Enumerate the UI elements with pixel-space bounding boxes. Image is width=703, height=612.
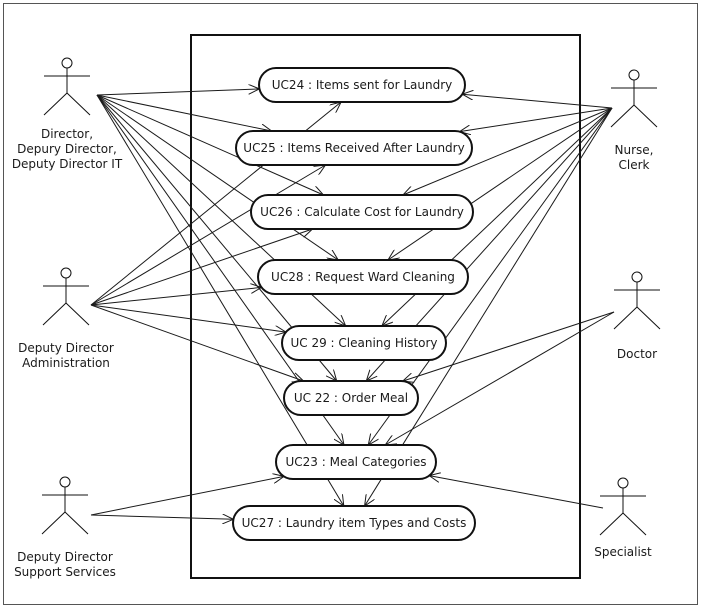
association-support-uc23 xyxy=(90,476,284,516)
actor-label: Director, xyxy=(41,127,93,141)
association-nurse-uc24 xyxy=(462,94,613,109)
actor-doctor[interactable]: Doctor xyxy=(613,271,661,361)
actor-label: Nurse, xyxy=(615,143,654,157)
use-case-label: UC26 : Calculate Cost for Laundry xyxy=(260,205,464,219)
actor-head xyxy=(61,57,73,69)
association-doctor-uc22 xyxy=(403,311,615,381)
use-case-shape xyxy=(250,194,474,230)
association-director-uc28 xyxy=(96,94,338,260)
actor-right-leg xyxy=(633,104,658,128)
actor-label: Deputy Director xyxy=(17,550,113,564)
use-case-uc29[interactable]: UC 29 : Cleaning History xyxy=(281,325,447,361)
actor-head xyxy=(617,477,629,489)
actor-label: Clerk xyxy=(619,158,650,172)
association-support-uc27 xyxy=(90,515,233,519)
association-nurse-uc27 xyxy=(365,107,613,506)
stick-figure-icon xyxy=(43,57,91,116)
use-case-shape xyxy=(257,259,469,295)
association-specialist-uc23 xyxy=(429,476,604,509)
actor-label: Doctor xyxy=(617,347,657,361)
use-case-uc25[interactable]: UC25 : Items Received After Laundry xyxy=(235,130,473,166)
system-boundary xyxy=(190,34,581,579)
actor-label: Depury Director, xyxy=(17,142,117,156)
use-case-uc24[interactable]: UC24 : Items sent for Laundry xyxy=(258,67,466,103)
association-admin-uc22 xyxy=(90,304,304,381)
association-director-uc27 xyxy=(96,94,344,506)
actor-director[interactable]: Director,Depury Director,Deputy Director… xyxy=(12,57,123,171)
actor-label: Deputy Director IT xyxy=(12,157,123,171)
actor-left-leg xyxy=(42,302,67,326)
actor-right-leg xyxy=(622,512,647,536)
actor-nurse[interactable]: Nurse,Clerk xyxy=(610,69,658,172)
image-frame xyxy=(3,3,698,605)
use-case-uc23[interactable]: UC23 : Meal Categories xyxy=(275,444,437,480)
association-director-uc25 xyxy=(96,94,272,131)
use-case-shape xyxy=(275,444,437,480)
association-nurse-uc28 xyxy=(388,107,613,260)
use-case-shape xyxy=(258,67,466,103)
use-case-shape xyxy=(235,130,473,166)
use-case-uc28[interactable]: UC28 : Request Ward Cleaning xyxy=(257,259,469,295)
actor-specialist[interactable]: Specialist xyxy=(594,477,652,559)
stick-figure-icon xyxy=(613,271,661,330)
actor-right-leg xyxy=(66,92,91,116)
actor-left-leg xyxy=(43,92,68,116)
association-admin-uc29 xyxy=(90,304,286,332)
use-case-shape xyxy=(281,325,447,361)
actor-right-leg xyxy=(636,306,661,330)
association-admin-uc26 xyxy=(90,229,313,306)
use-case-uc27[interactable]: UC27 : Laundry item Types and Costs xyxy=(232,505,476,541)
actor-head xyxy=(628,69,640,81)
use-case-uc22[interactable]: UC 22 : Order Meal xyxy=(283,380,419,416)
actor-head xyxy=(59,476,71,488)
association-nurse-uc26 xyxy=(403,107,613,195)
stick-figure-icon xyxy=(610,69,658,128)
actor-left-leg xyxy=(610,104,635,128)
actor-label: Administration xyxy=(22,356,110,370)
association-director-uc26 xyxy=(96,94,324,195)
actor-head xyxy=(60,267,72,279)
association-admin-uc28 xyxy=(90,287,262,306)
use-case-label: UC24 : Items sent for Laundry xyxy=(272,78,452,92)
actor-right-leg xyxy=(65,302,90,326)
actor-label: Deputy Director xyxy=(18,341,114,355)
use-case-label: UC23 : Meal Categories xyxy=(285,455,426,469)
stick-figure-icon xyxy=(42,267,90,326)
use-case-label: UC 22 : Order Meal xyxy=(294,391,408,405)
association-admin-uc25 xyxy=(90,165,326,306)
actor-label: Specialist xyxy=(594,545,652,559)
actor-left-leg xyxy=(41,511,66,535)
use-case-shape xyxy=(232,505,476,541)
use-case-label: UC28 : Request Ward Cleaning xyxy=(271,270,455,284)
actor-right-leg xyxy=(64,511,89,535)
actors: Director,Depury Director,Deputy Director… xyxy=(12,57,661,579)
actor-left-leg xyxy=(599,512,624,536)
actor-label: Support Services xyxy=(14,565,116,579)
actor-head xyxy=(631,271,643,283)
use-case-label: UC25 : Items Received After Laundry xyxy=(243,141,464,155)
association-doctor-uc23 xyxy=(385,311,615,445)
use-case-uc26[interactable]: UC26 : Calculate Cost for Laundry xyxy=(250,194,474,230)
stick-figure-icon xyxy=(41,476,89,535)
association-nurse-uc25 xyxy=(460,107,613,132)
use-case-shape xyxy=(283,380,419,416)
use-case-label: UC 29 : Cleaning History xyxy=(290,336,437,350)
actor-left-leg xyxy=(613,306,638,330)
stick-figure-icon xyxy=(599,477,647,536)
association-director-uc24 xyxy=(96,89,259,96)
use-case-label: UC27 : Laundry item Types and Costs xyxy=(242,516,467,530)
